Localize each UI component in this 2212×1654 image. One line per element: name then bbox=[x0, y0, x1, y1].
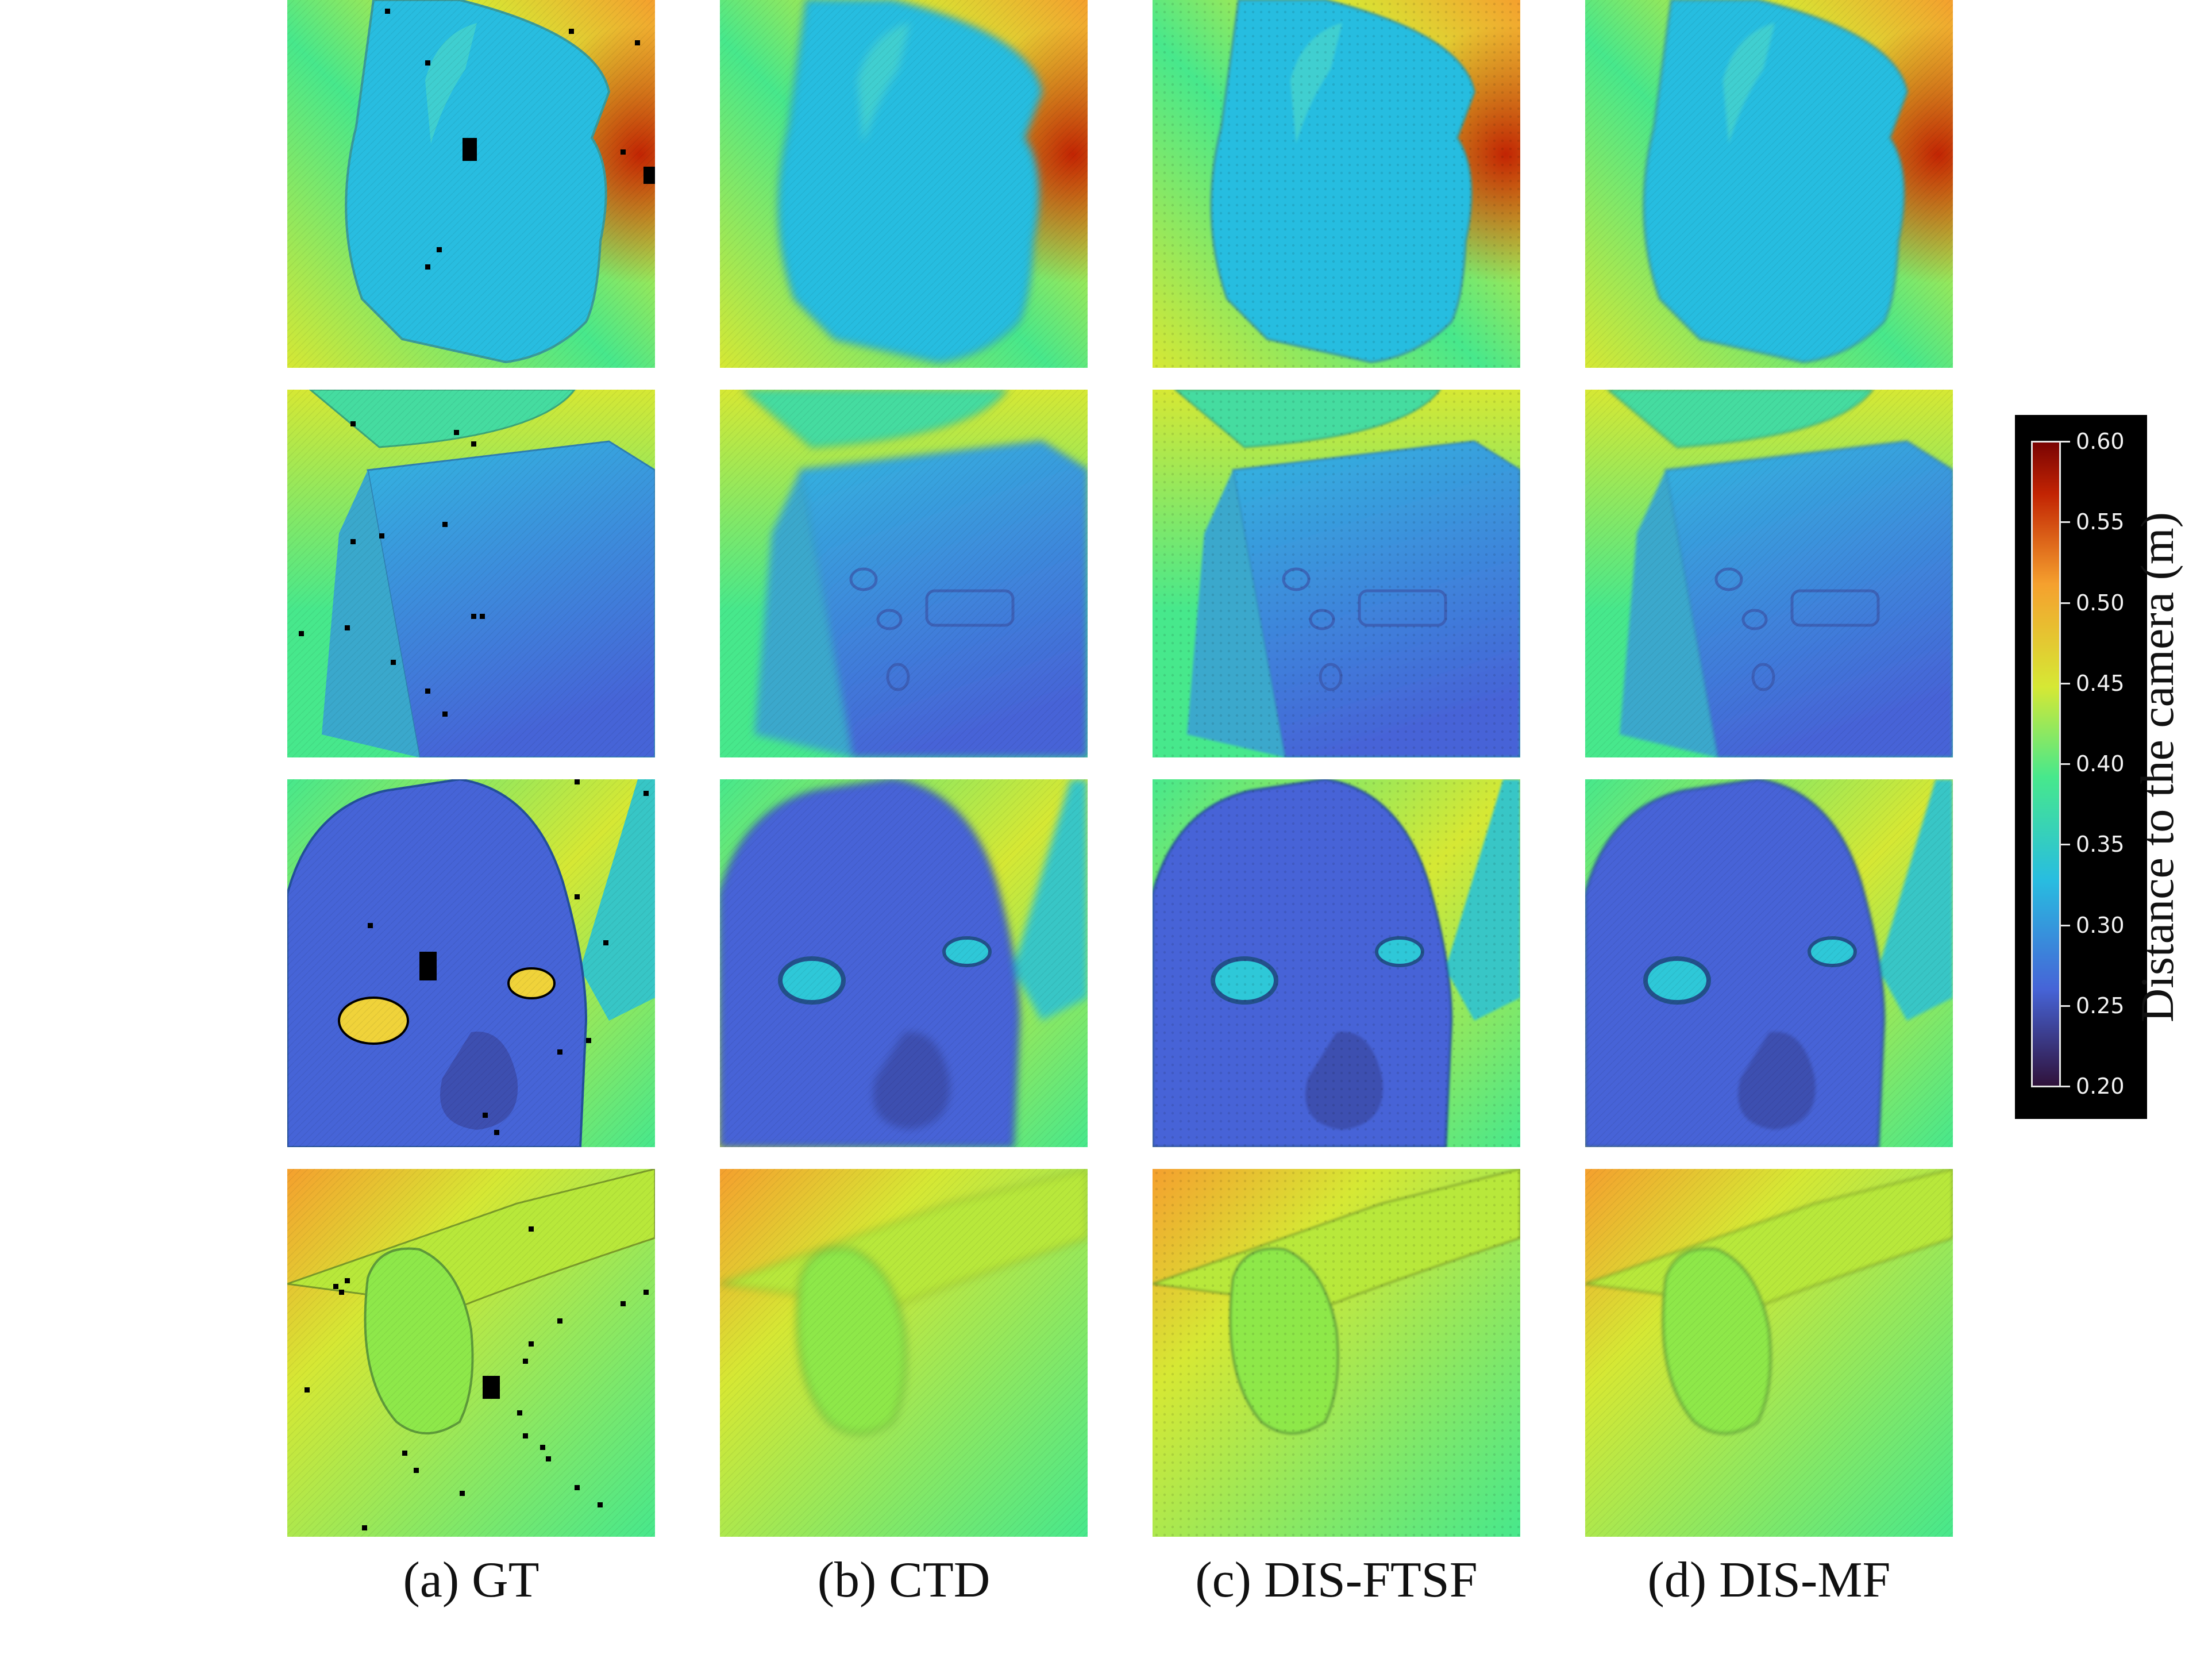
colorbar-tick-label: 0.30 bbox=[2076, 912, 2125, 938]
colorbar-gradient bbox=[2031, 441, 2061, 1087]
depth-map-object-gt bbox=[287, 1169, 655, 1537]
colorbar-tick bbox=[2061, 1086, 2070, 1087]
colorbar-tick-label: 0.50 bbox=[2076, 590, 2125, 616]
colorbar-tick-label: 0.25 bbox=[2076, 993, 2125, 1018]
colorbar-tick bbox=[2061, 763, 2070, 765]
colorbar-tick bbox=[2061, 844, 2070, 846]
colorbar-tick bbox=[2061, 521, 2070, 524]
depth-map-box-dis-mf bbox=[1585, 390, 1953, 757]
depth-map-object-dis-ftsf bbox=[1153, 1169, 1520, 1537]
depth-map-box-ctd bbox=[720, 390, 1088, 757]
colorbar: 0.60 0.55 0.50 0.45 0.40 0.35 0.30 0.25 0.20 bbox=[2015, 415, 2147, 1119]
colorbar-title: Distance to the camera (m) bbox=[2131, 512, 2183, 1022]
colorbar-tick bbox=[2061, 1005, 2070, 1007]
colorbar-tick bbox=[2061, 441, 2070, 443]
column-label-gt: (a) GT bbox=[403, 1552, 539, 1608]
colorbar-tick bbox=[2061, 924, 2070, 926]
colorbar-tick-label: 0.60 bbox=[2076, 429, 2125, 454]
depth-map-object-ctd bbox=[720, 1169, 1088, 1537]
depth-map-box-dis-ftsf bbox=[1153, 390, 1520, 757]
colorbar-tick-label: 0.35 bbox=[2076, 832, 2125, 857]
colorbar-tick-label: 0.20 bbox=[2076, 1074, 2125, 1099]
depth-map-face-front-ctd bbox=[720, 779, 1088, 1147]
depth-map-object-dis-mf bbox=[1585, 1169, 1953, 1537]
depth-map-face-front-dis-ftsf bbox=[1153, 779, 1520, 1147]
colorbar-tick-label: 0.55 bbox=[2076, 509, 2125, 535]
column-label-ctd: (b) CTD bbox=[817, 1552, 991, 1608]
depth-map-face-profile-ctd bbox=[720, 0, 1088, 368]
depth-map-grid bbox=[287, 0, 1953, 1537]
depth-map-face-profile-dis-ftsf bbox=[1153, 0, 1520, 368]
depth-map-box-gt bbox=[287, 390, 655, 757]
depth-map-face-front-dis-mf bbox=[1585, 779, 1953, 1147]
depth-map-face-front-gt bbox=[287, 779, 655, 1147]
depth-map-face-profile-dis-mf bbox=[1585, 0, 1953, 368]
colorbar-tick-label: 0.40 bbox=[2076, 751, 2125, 776]
colorbar-tick bbox=[2061, 602, 2070, 604]
column-label-dis-mf: (d) DIS-MF bbox=[1647, 1552, 1891, 1608]
colorbar-tick bbox=[2061, 682, 2070, 684]
column-label-dis-ftsf: (c) DIS-FTSF bbox=[1195, 1552, 1478, 1608]
colorbar-tick-label: 0.45 bbox=[2076, 670, 2125, 696]
depth-map-face-profile-gt bbox=[287, 0, 655, 368]
